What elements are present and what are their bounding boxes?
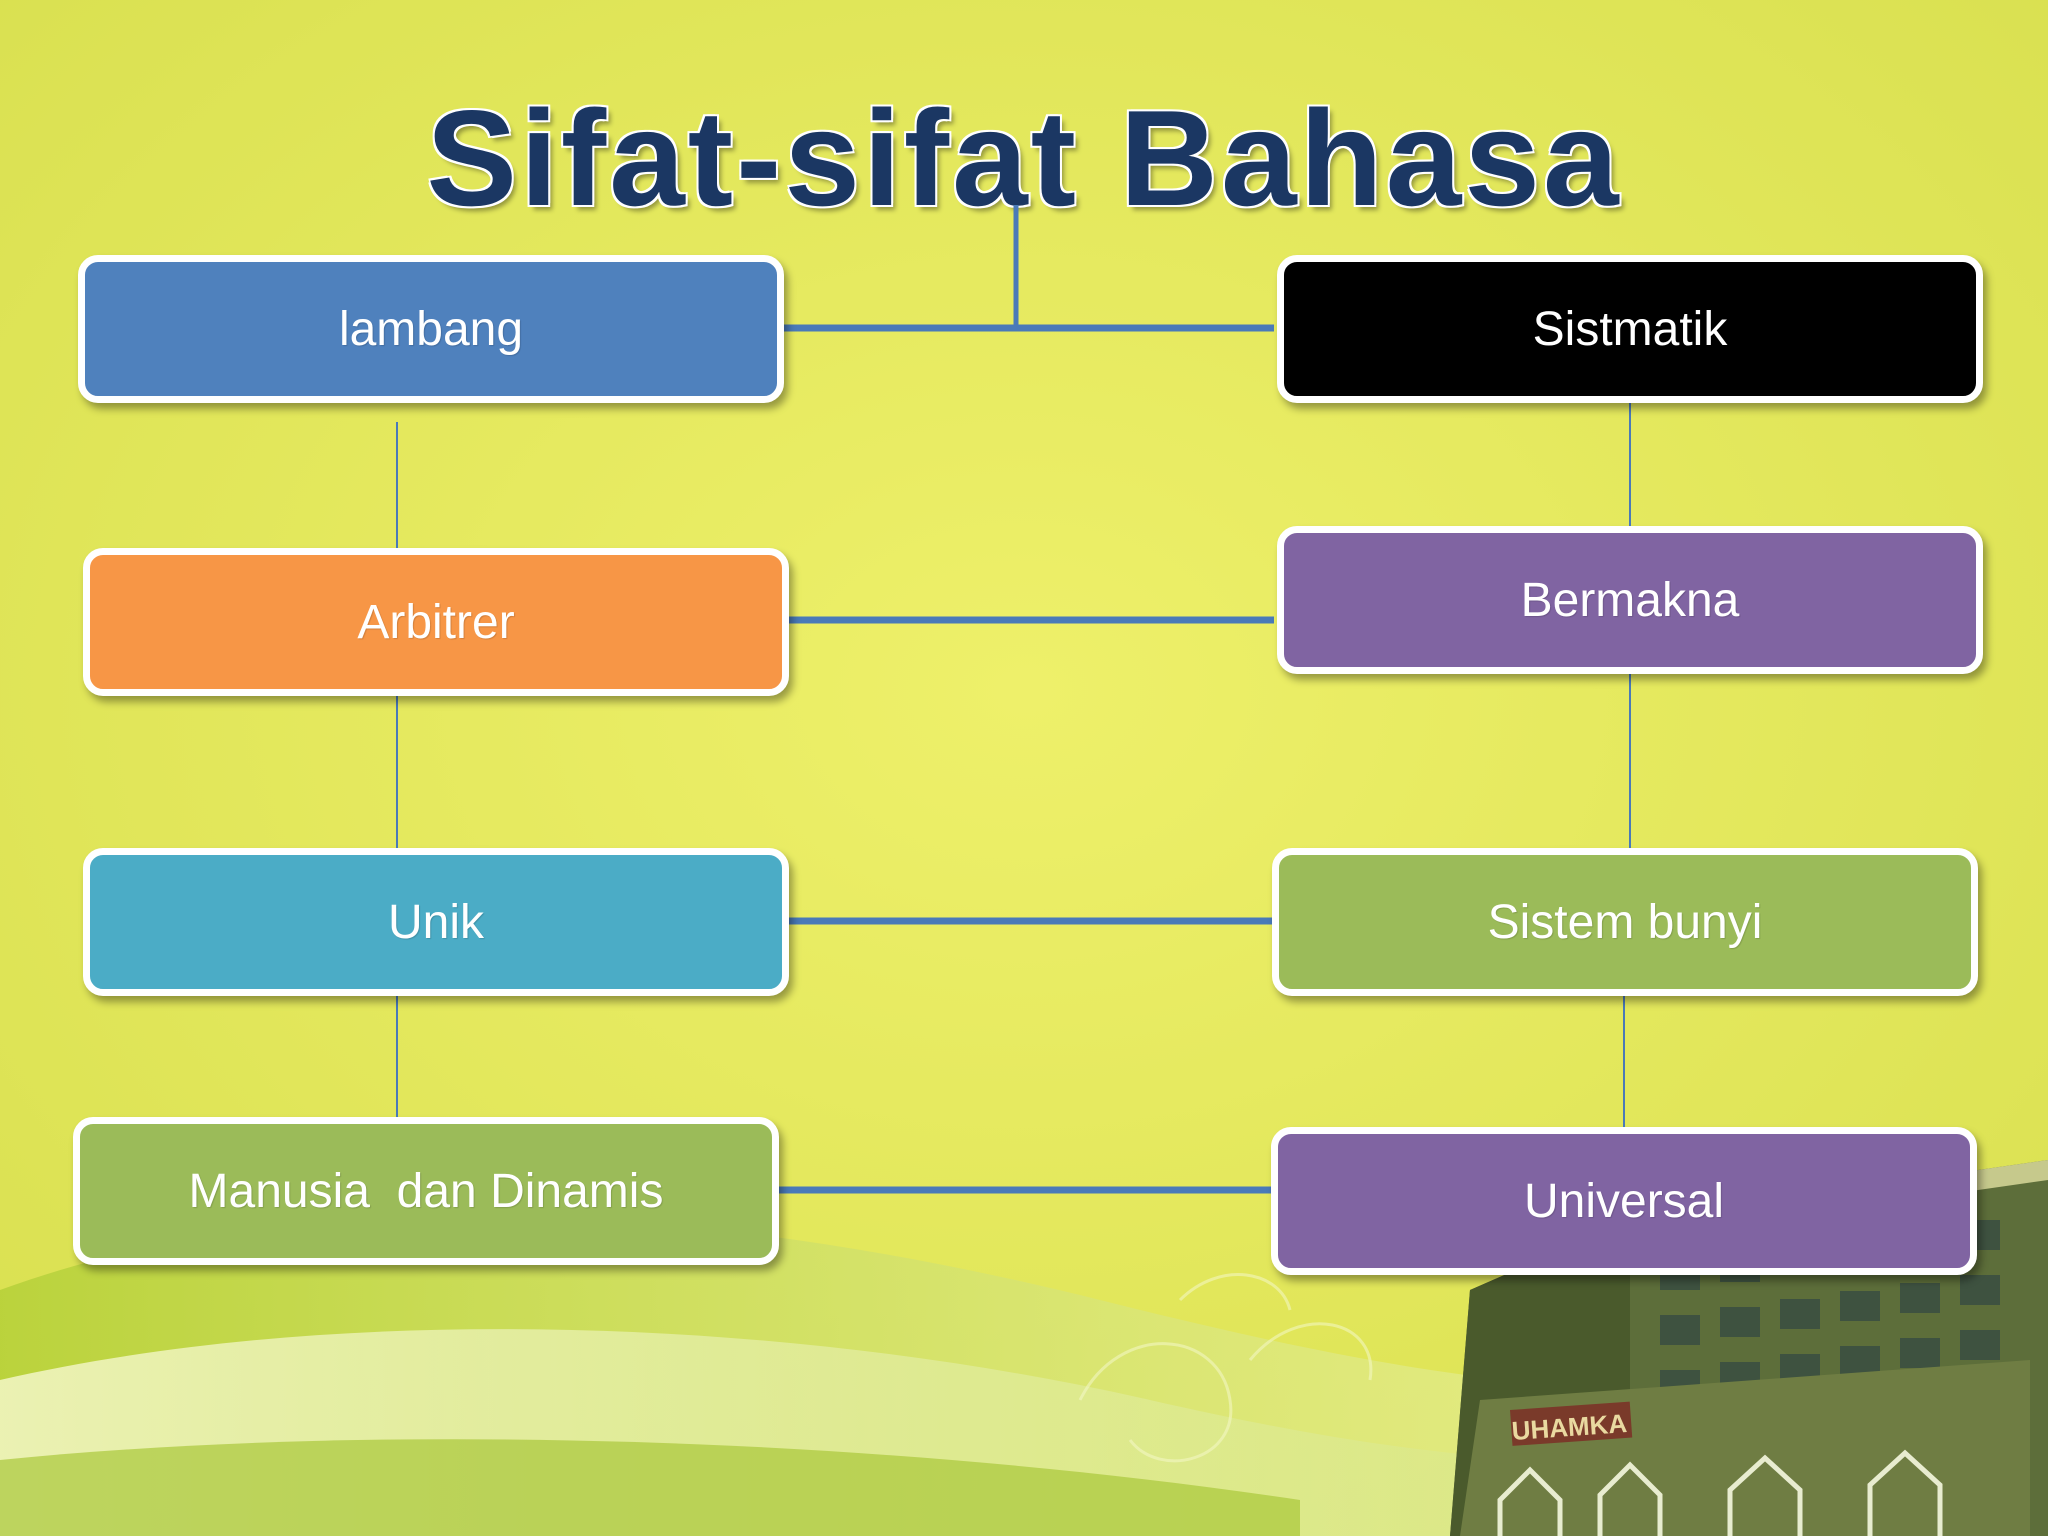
- node-unik-label: Unik: [387, 895, 485, 949]
- node-lambang: lambang: [78, 255, 784, 403]
- node-universal-label: Universal: [1523, 1174, 1725, 1228]
- node-bermakna: Bermakna: [1277, 526, 1983, 674]
- node-manusia-dan-dinamis-label: Manusia dan Dinamis: [188, 1164, 664, 1218]
- node-manusia-dan-dinamis: Manusia dan Dinamis: [73, 1117, 779, 1265]
- node-bermakna-label: Bermakna: [1520, 573, 1740, 627]
- node-sistmatik: Sistmatik: [1277, 255, 1983, 403]
- node-unik: Unik: [83, 848, 789, 996]
- slide-title: Sifat-sifat Bahasa: [426, 82, 1622, 234]
- node-arbitrer: Arbitrer: [83, 548, 789, 696]
- node-lambang-label: lambang: [338, 302, 524, 356]
- node-arbitrer-label: Arbitrer: [357, 595, 515, 649]
- node-sistem-bunyi: Sistem bunyi: [1272, 848, 1978, 996]
- node-universal: Universal: [1271, 1127, 1977, 1275]
- node-sistmatik-label: Sistmatik: [1532, 302, 1728, 356]
- node-sistem-bunyi-label: Sistem bunyi: [1487, 895, 1763, 949]
